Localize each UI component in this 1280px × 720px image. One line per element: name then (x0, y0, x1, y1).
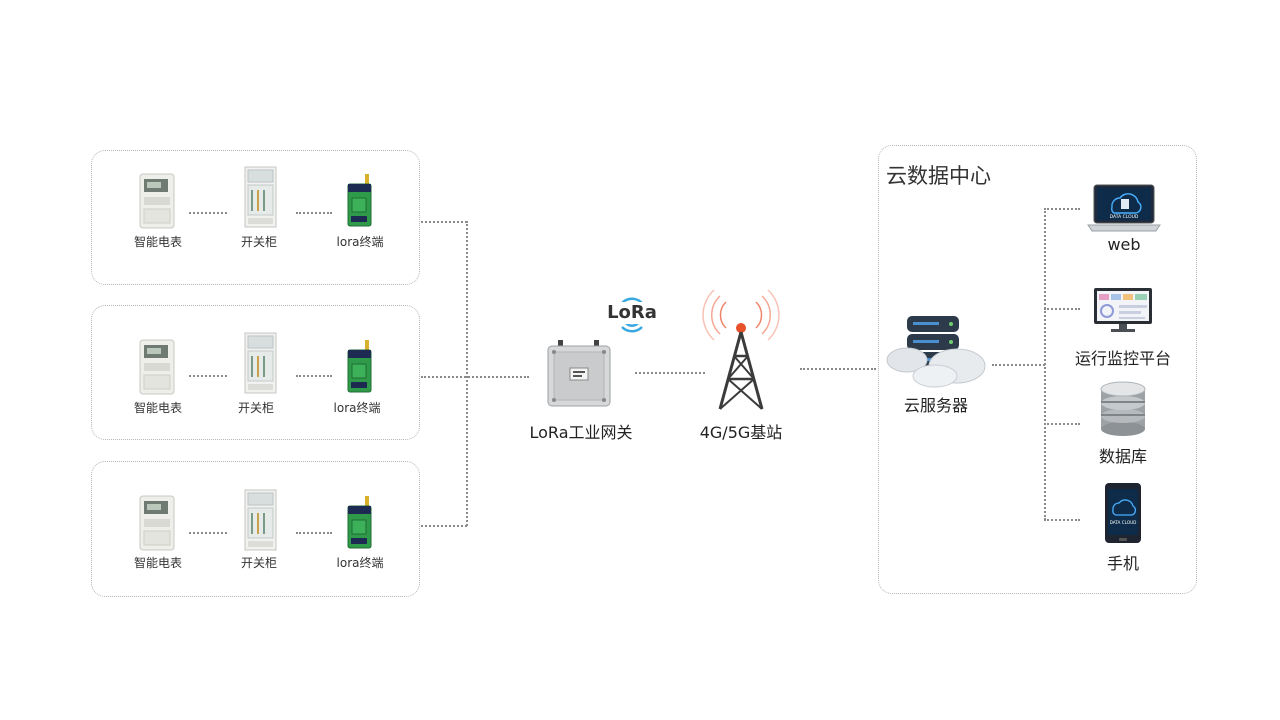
connector-line (800, 368, 876, 370)
cloud-title: 云数据中心 (886, 164, 991, 188)
connector-line (635, 372, 705, 374)
laptop-screen-text: DATA CLOUD (1110, 214, 1139, 220)
cabinet-label: 开关柜 (240, 556, 277, 570)
connector-line (296, 532, 332, 534)
database-icon (1100, 381, 1146, 436)
meter-label: 智能电表 (133, 401, 182, 415)
lora-badge: LoRa (607, 302, 657, 324)
server-label: 云服务器 (903, 396, 968, 415)
connector-line (421, 376, 529, 378)
endpoint-label-web: web (1107, 235, 1141, 254)
connector-line (189, 532, 227, 534)
terminal-label: lora终端 (336, 235, 384, 249)
cloud-data-center-box (878, 145, 1197, 594)
cabinet-label: 开关柜 (237, 401, 274, 415)
device-group-1 (91, 150, 420, 285)
cloud-server-icon (886, 316, 986, 388)
phone-screen-text: DATA CLOUD (1110, 520, 1137, 525)
connector-line (1044, 308, 1080, 310)
lora-terminal-icon (347, 174, 372, 227)
connector-line (1044, 208, 1046, 520)
monitor-icon (1094, 288, 1152, 332)
phone-icon: DATA CLOUD (1105, 483, 1141, 543)
connector-line (1044, 208, 1080, 210)
connector-line (992, 364, 1045, 366)
endpoint-label-database: 数据库 (1098, 447, 1147, 466)
meter-label: 智能电表 (133, 235, 182, 249)
device-group-2 (91, 305, 420, 440)
connector-line (296, 212, 332, 214)
lora-terminal-icon (347, 496, 372, 549)
connector-line (466, 221, 468, 526)
device-group-3 (91, 461, 420, 597)
switch-cabinet-icon (244, 332, 277, 394)
terminal-label: lora终端 (333, 401, 381, 415)
tower-label: 4G/5G基站 (699, 423, 783, 442)
endpoint-label-phone: 手机 (1106, 554, 1139, 573)
smart-meter-icon (139, 495, 175, 551)
cell-tower-icon (702, 289, 780, 410)
connector-line (296, 375, 332, 377)
gateway-label: LoRa工业网关 (529, 423, 633, 442)
gateway-device-icon (547, 340, 611, 407)
meter-label: 智能电表 (133, 556, 182, 570)
connector-line (1044, 423, 1080, 425)
connector-line (189, 375, 227, 377)
switch-cabinet-icon (244, 166, 277, 228)
cabinet-label: 开关柜 (240, 235, 277, 249)
switch-cabinet-icon (244, 489, 277, 551)
smart-meter-icon (139, 339, 175, 395)
connector-line (421, 221, 467, 223)
endpoint-label-monitor: 运行监控平台 (1074, 349, 1171, 368)
connector-line (189, 212, 227, 214)
connector-line (421, 525, 467, 527)
terminal-label: lora终端 (336, 556, 384, 570)
laptop-icon: DATA CLOUD (1087, 184, 1161, 232)
lora-terminal-icon (347, 340, 372, 393)
smart-meter-icon (139, 173, 175, 229)
connector-line (1044, 519, 1080, 521)
